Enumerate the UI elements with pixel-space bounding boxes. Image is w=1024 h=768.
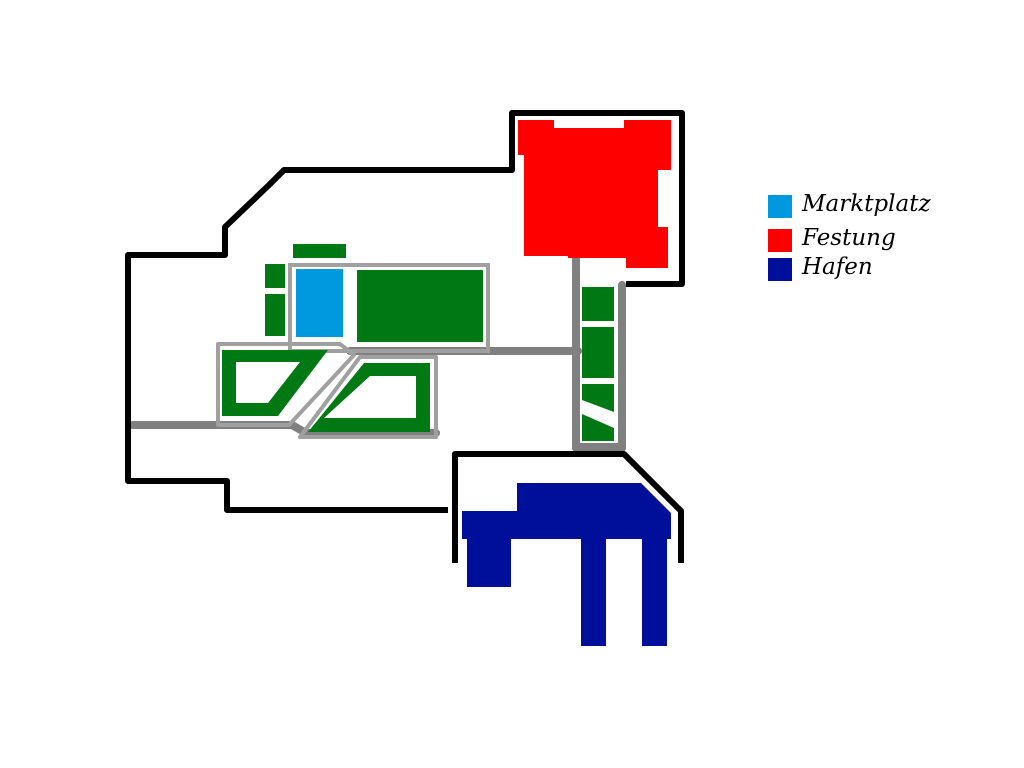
harbor	[462, 483, 671, 646]
block-column-4	[582, 414, 614, 441]
city-wall-harbor	[452, 451, 684, 563]
legend-label-hafen: Hafen	[802, 254, 873, 280]
fortress-area	[518, 120, 671, 268]
legend-swatch-hafen	[768, 258, 792, 281]
legend-swatch-marktplatz	[768, 195, 792, 218]
block-parallelogram-fill	[308, 363, 430, 432]
block-triangle-west	[216, 342, 356, 427]
block-west-small-1	[265, 264, 285, 288]
city-wall-main	[125, 110, 685, 513]
block-column-3	[582, 384, 614, 412]
harbor-area	[462, 483, 671, 646]
city-walls	[125, 110, 685, 563]
block-parallelogram-outline	[298, 355, 438, 439]
block-group-outline	[288, 263, 490, 353]
fortress	[518, 120, 671, 268]
legend-swatch-festung	[768, 229, 792, 252]
legend-item-marktplatz: Marktplatz	[768, 191, 968, 218]
block-large	[357, 270, 483, 342]
block-west-small-2	[265, 294, 285, 336]
road-diagonal	[288, 421, 440, 437]
legend-label-festung: Festung	[802, 225, 896, 251]
block-column-2	[582, 327, 614, 378]
legend-item-hafen: Hafen	[768, 254, 968, 281]
block-triangle-west-fill	[222, 350, 328, 416]
marketplace	[296, 269, 343, 337]
legend-item-festung: Festung	[768, 225, 968, 252]
marketplace-area	[296, 269, 343, 337]
legend-label-marktplatz: Marktplatz	[802, 191, 931, 217]
block-column-1	[582, 287, 614, 321]
block-top-strip	[293, 244, 346, 258]
city-blocks	[216, 244, 614, 441]
